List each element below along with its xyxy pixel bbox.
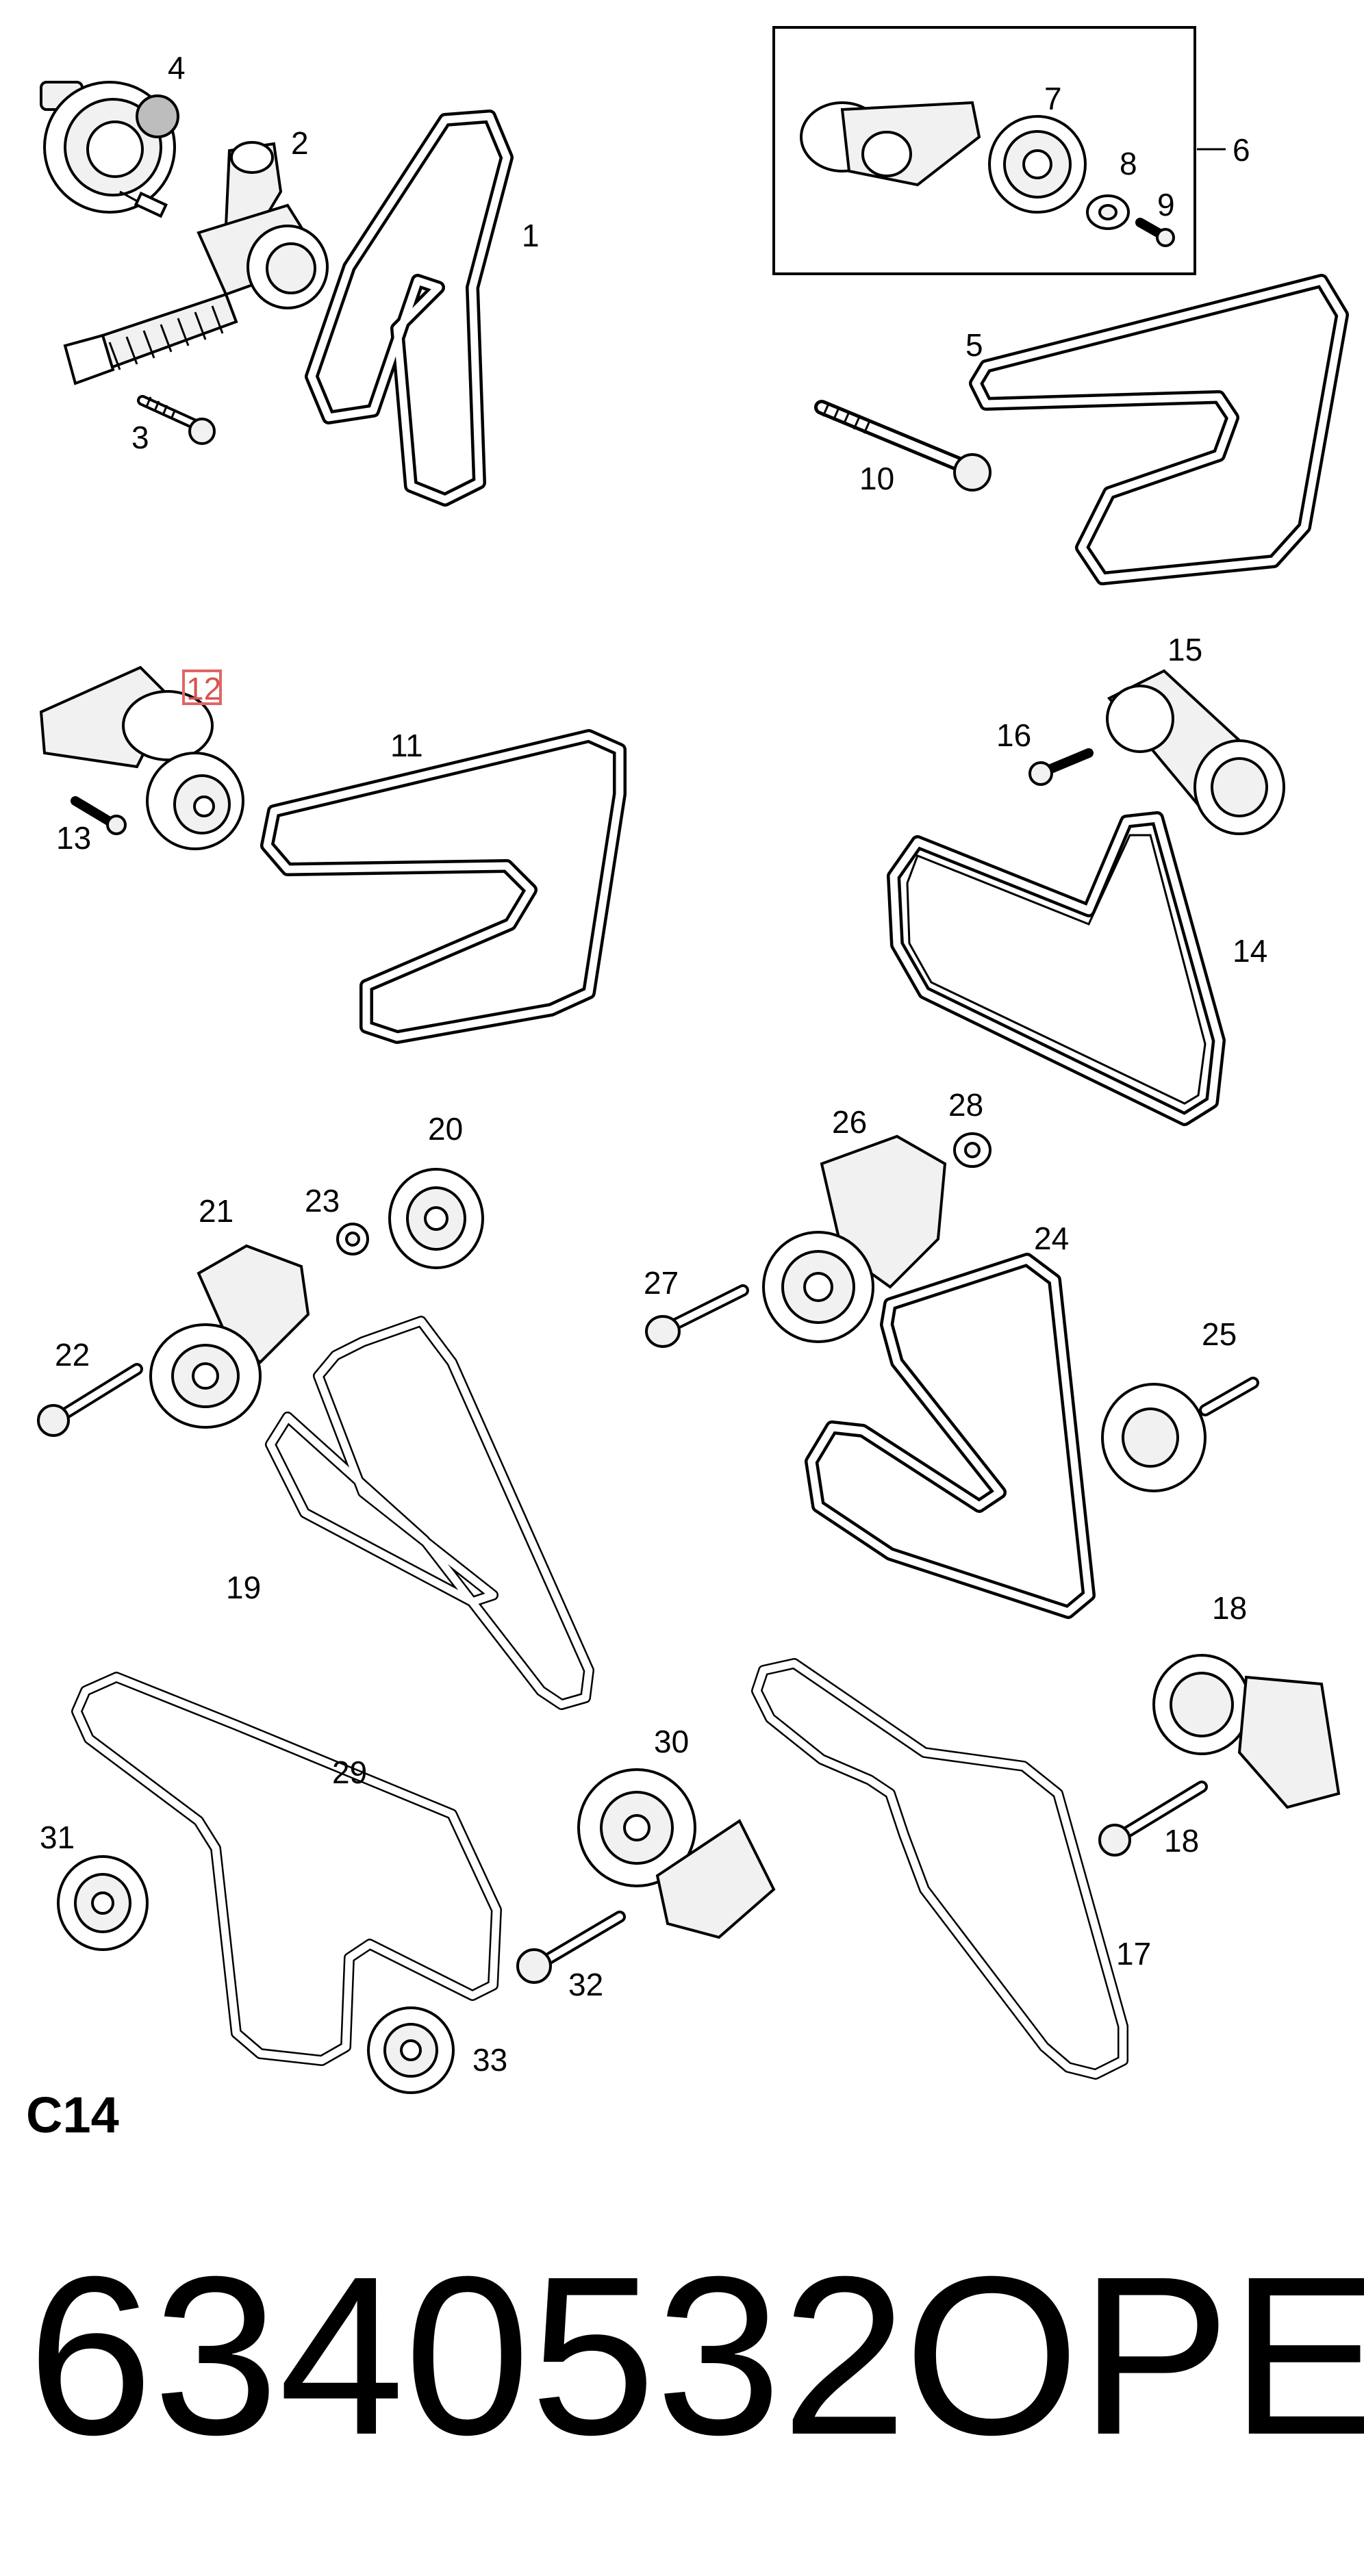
belt-11 — [260, 729, 627, 1044]
callout-11: 11 — [390, 728, 423, 763]
callout-12: 12 — [186, 671, 221, 706]
callout-10: 10 — [859, 461, 894, 496]
callout-2: 2 — [291, 125, 309, 161]
bolt-9 — [1135, 218, 1175, 247]
callout-1: 1 — [522, 218, 540, 253]
callout-9: 9 — [1157, 187, 1175, 222]
callout-7: 7 — [1044, 81, 1062, 116]
belt-1 — [305, 110, 514, 507]
belt-5 — [969, 274, 1349, 585]
belt-30 — [71, 1672, 502, 2066]
callout-13: 13 — [56, 820, 91, 856]
kit-frame-6 — [772, 26, 1196, 275]
callout-16: 16 — [996, 717, 1031, 753]
belt-25 — [805, 1253, 1096, 1619]
callout-18-right: 18 — [1164, 1823, 1199, 1859]
tensioner-assembly-27 — [762, 1134, 947, 1343]
callout-29: 28 — [948, 1087, 983, 1123]
callout-4: 4 — [168, 50, 186, 86]
callout-23: 22 — [55, 1337, 90, 1373]
nut-24 — [336, 1223, 369, 1255]
tensioner-assembly-12 — [39, 665, 244, 850]
callout-21: 20 — [428, 1111, 463, 1147]
nut-29 — [953, 1132, 992, 1168]
callout-14: 14 — [1233, 933, 1267, 969]
section-code: C14 — [26, 2087, 119, 2143]
callout-22: 21 — [199, 1193, 233, 1229]
callout-27: 26 — [832, 1104, 867, 1140]
tensioner-assembly-22 — [149, 1244, 310, 1429]
brand-name: OPEL — [904, 2229, 1364, 2482]
belt-14 — [887, 811, 1226, 1126]
tensioner-arm-2 — [63, 141, 329, 385]
pulley-21 — [388, 1168, 484, 1269]
tensioner-assembly-31 — [577, 1768, 776, 1939]
callout-3: 3 — [131, 420, 149, 455]
bolt-10 — [814, 400, 992, 492]
callout-31: 30 — [654, 1724, 689, 1759]
pulley-33 — [367, 2006, 455, 2094]
callout-28: 27 — [644, 1265, 679, 1301]
bolt-13 — [71, 796, 127, 835]
bolt-16 — [1028, 748, 1094, 786]
tensioner-pulley-4 — [40, 81, 179, 218]
bolt-28 — [645, 1284, 749, 1348]
bolt-3 — [137, 395, 216, 445]
callout-5: 5 — [965, 327, 983, 363]
callout-25: 24 — [1034, 1221, 1069, 1256]
callout-15: 15 — [1167, 632, 1202, 667]
callout-30: 29 — [332, 1755, 367, 1790]
callout-20: 19 — [226, 1570, 261, 1605]
callout-6: 6 — [1233, 132, 1250, 168]
callout-24: 23 — [305, 1183, 340, 1219]
belt-20 — [265, 1316, 594, 1710]
belt-17 — [751, 1658, 1128, 2080]
callout-26: 25 — [1202, 1316, 1237, 1352]
pulley-32 — [57, 1855, 149, 1951]
bolt-18-mid — [516, 1911, 626, 1984]
callout-12-highlight — [182, 669, 222, 705]
washer-8 — [1086, 194, 1130, 230]
bolt-18-right — [1098, 1781, 1208, 1857]
callout-8: 8 — [1120, 146, 1137, 181]
part-number: 6340532 — [27, 2229, 907, 2482]
callout-32: 31 — [40, 1820, 75, 1855]
callout-18-mid: 32 — [568, 1967, 603, 2002]
callout-19: 18 — [1212, 1590, 1247, 1626]
tensioner-assembly-15 — [1106, 669, 1285, 835]
idler-26 — [1101, 1377, 1259, 1492]
callout-17: 17 — [1116, 1936, 1151, 1972]
bolt-23 — [37, 1363, 143, 1437]
pulley-7 — [988, 115, 1087, 214]
tensioner-assembly-6 — [800, 101, 981, 187]
callout-33: 33 — [472, 2042, 507, 2078]
tensioner-assembly-19 — [1152, 1654, 1341, 1809]
